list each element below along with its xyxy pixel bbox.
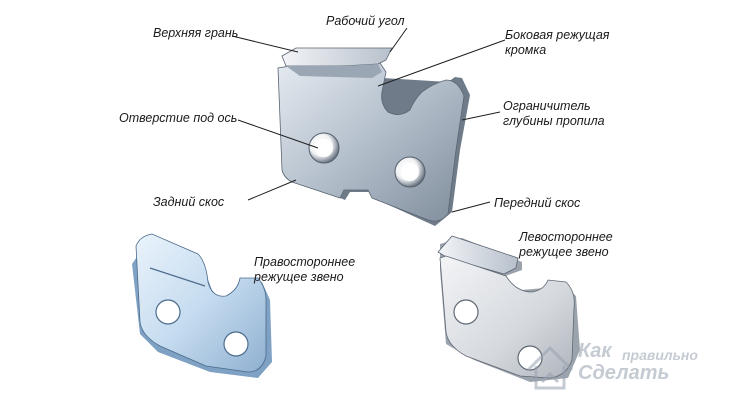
label-side-cutting-edge-line1: Боковая режущая (505, 28, 610, 42)
leader-depth-gauge (461, 111, 501, 121)
right-hand-cutter-link (132, 233, 272, 378)
watermark-text-pravilno: правильно (622, 347, 698, 363)
leader-axis-hole (237, 119, 319, 149)
leader-side-cutting-edge (377, 39, 506, 87)
main-cutter-link (277, 47, 470, 226)
watermark: Как правильно Сделать (520, 338, 725, 394)
leader-working-angle (389, 27, 408, 53)
label-left-link-line2: режущее звено (519, 245, 609, 259)
watermark-text-kak: Как (578, 340, 612, 362)
label-depth-gauge-line1: Ограничитель (503, 99, 591, 113)
leader-top-face (231, 35, 299, 53)
label-rear-bevel: Задний скос (153, 195, 225, 209)
label-depth-gauge-line2: глубины пропила (503, 114, 605, 128)
label-working-angle: Рабочий угол (326, 14, 405, 28)
label-axis-hole: Отверстие под ось (119, 111, 238, 125)
label-right-link-line1: Правостороннее (254, 255, 356, 269)
label-front-bevel: Передний скос (494, 196, 581, 210)
leader-front-bevel (451, 201, 491, 213)
leader-rear-bevel (247, 179, 297, 201)
label-left-link-line1: Левостороннее (519, 230, 613, 244)
label-side-cutting-edge-line2: кромка (505, 43, 547, 57)
watermark-text-sdelat: Сделать (578, 362, 670, 384)
label-top-face: Верхняя грань (153, 26, 239, 40)
watermark-house-icon (526, 345, 574, 390)
label-right-link-line2: режущее звено (254, 270, 344, 284)
leader-lines (231, 27, 506, 213)
